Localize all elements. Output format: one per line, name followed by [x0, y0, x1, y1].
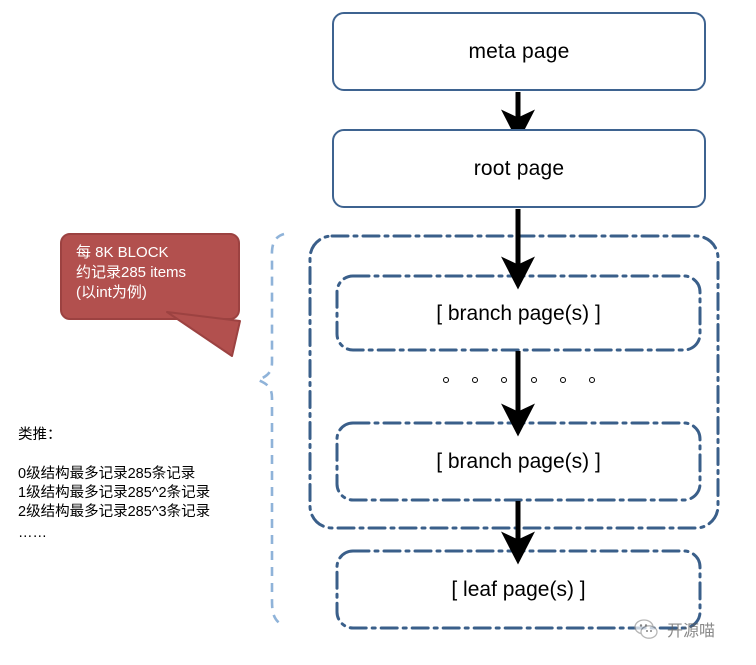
callout-line-3: (以int为例): [76, 283, 147, 301]
branch-page-2-label: [ branch page(s) ]: [436, 450, 601, 473]
meta-page-box[interactable]: meta page: [332, 12, 706, 91]
ellipsis-dot: [501, 377, 508, 383]
notes-block: 类推： 0级结构最多记录285条记录 1级结构最多记录285^2条记录 2级结构…: [18, 428, 248, 541]
meta-page-label: meta page: [468, 39, 570, 63]
root-page-box[interactable]: root page: [332, 129, 706, 208]
ellipsis-dot: [530, 377, 537, 383]
watermark-text: 开源喵: [667, 621, 716, 640]
ellipsis-dot: [472, 377, 479, 383]
wechat-icon: [628, 619, 658, 639]
ellipsis-dot: [588, 377, 595, 383]
root-page-label: root page: [473, 156, 565, 180]
leaf-page-label: [ leaf page(s) ]: [451, 578, 586, 601]
notes-line-0: 0级结构最多记录285条记录: [18, 465, 196, 482]
callout-line-2: 约记录285 items: [76, 263, 187, 281]
notes-heading: 类推：: [18, 427, 62, 443]
scope-brace: [254, 232, 285, 628]
callout-line-1: 每 8K BLOCK: [76, 244, 169, 261]
block-size-callout: 每 8K BLOCK 约记录285 items (以int为例): [60, 233, 240, 320]
notes-ellipsis: ……: [18, 525, 47, 542]
branch-page-1-label: [ branch page(s) ]: [436, 302, 601, 325]
vertical-ellipsis-dots: [443, 374, 595, 386]
notes-line-1: 1级结构最多记录285^2条记录: [18, 484, 211, 501]
watermark: 开源喵: [628, 617, 715, 641]
ellipsis-dot: [443, 377, 449, 383]
notes-line-2: 2级结构最多记录285^3条记录: [18, 504, 211, 521]
ellipsis-dot: [559, 377, 566, 383]
